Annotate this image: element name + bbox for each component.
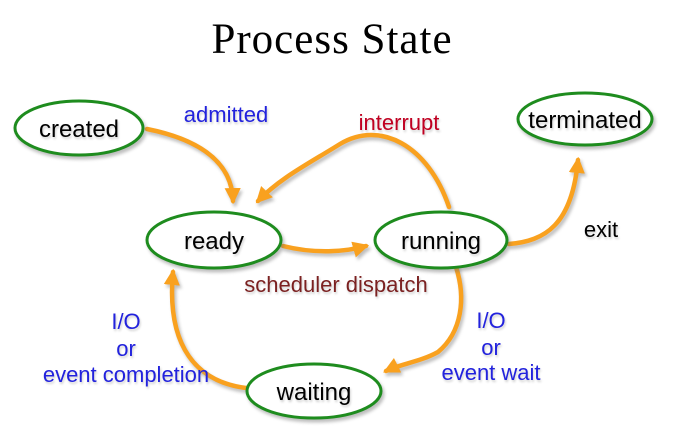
state-ellipse-waiting [245, 362, 383, 420]
transition-label-io-event-completion-line3: event completion [43, 362, 209, 387]
transition-arrow-io-event-completion [163, 268, 249, 391]
transition-arrow-exit [506, 156, 585, 247]
transition-label-io-event-wait-line3: event wait [441, 360, 540, 385]
transition-arrow-admitted [144, 126, 241, 205]
state-label-created: created [39, 116, 119, 143]
state-ellipse-running [373, 210, 509, 270]
state-ellipse-ready [145, 210, 283, 270]
transition-label-exit: exit [584, 217, 618, 242]
state-label-running: running [401, 228, 481, 255]
transition-label-io-event-wait-line1: I/O [476, 308, 505, 333]
transition-label-interrupt: interrupt [359, 110, 440, 135]
state-label-terminated: terminated [528, 107, 641, 134]
transition-arrow-interrupt [255, 132, 452, 210]
state-ellipse-terminated [516, 91, 654, 147]
transition-label-io-event-wait-line2: or [481, 335, 501, 360]
transition-arrow-io-event-wait [383, 264, 464, 374]
diagram-title: Process State [211, 16, 452, 63]
transition-label-io-event-completion-line1: I/O [111, 309, 140, 334]
transition-arrow-scheduler-dispatch [280, 241, 370, 258]
state-label-ready: ready [184, 228, 244, 255]
transition-label-admitted: admitted [184, 102, 268, 127]
state-ellipse-created [13, 99, 145, 157]
transition-label-io-event-completion-line2: or [116, 336, 136, 361]
transition-label-scheduler-dispatch: scheduler dispatch [244, 272, 427, 297]
state-label-waiting: waiting [276, 379, 352, 406]
